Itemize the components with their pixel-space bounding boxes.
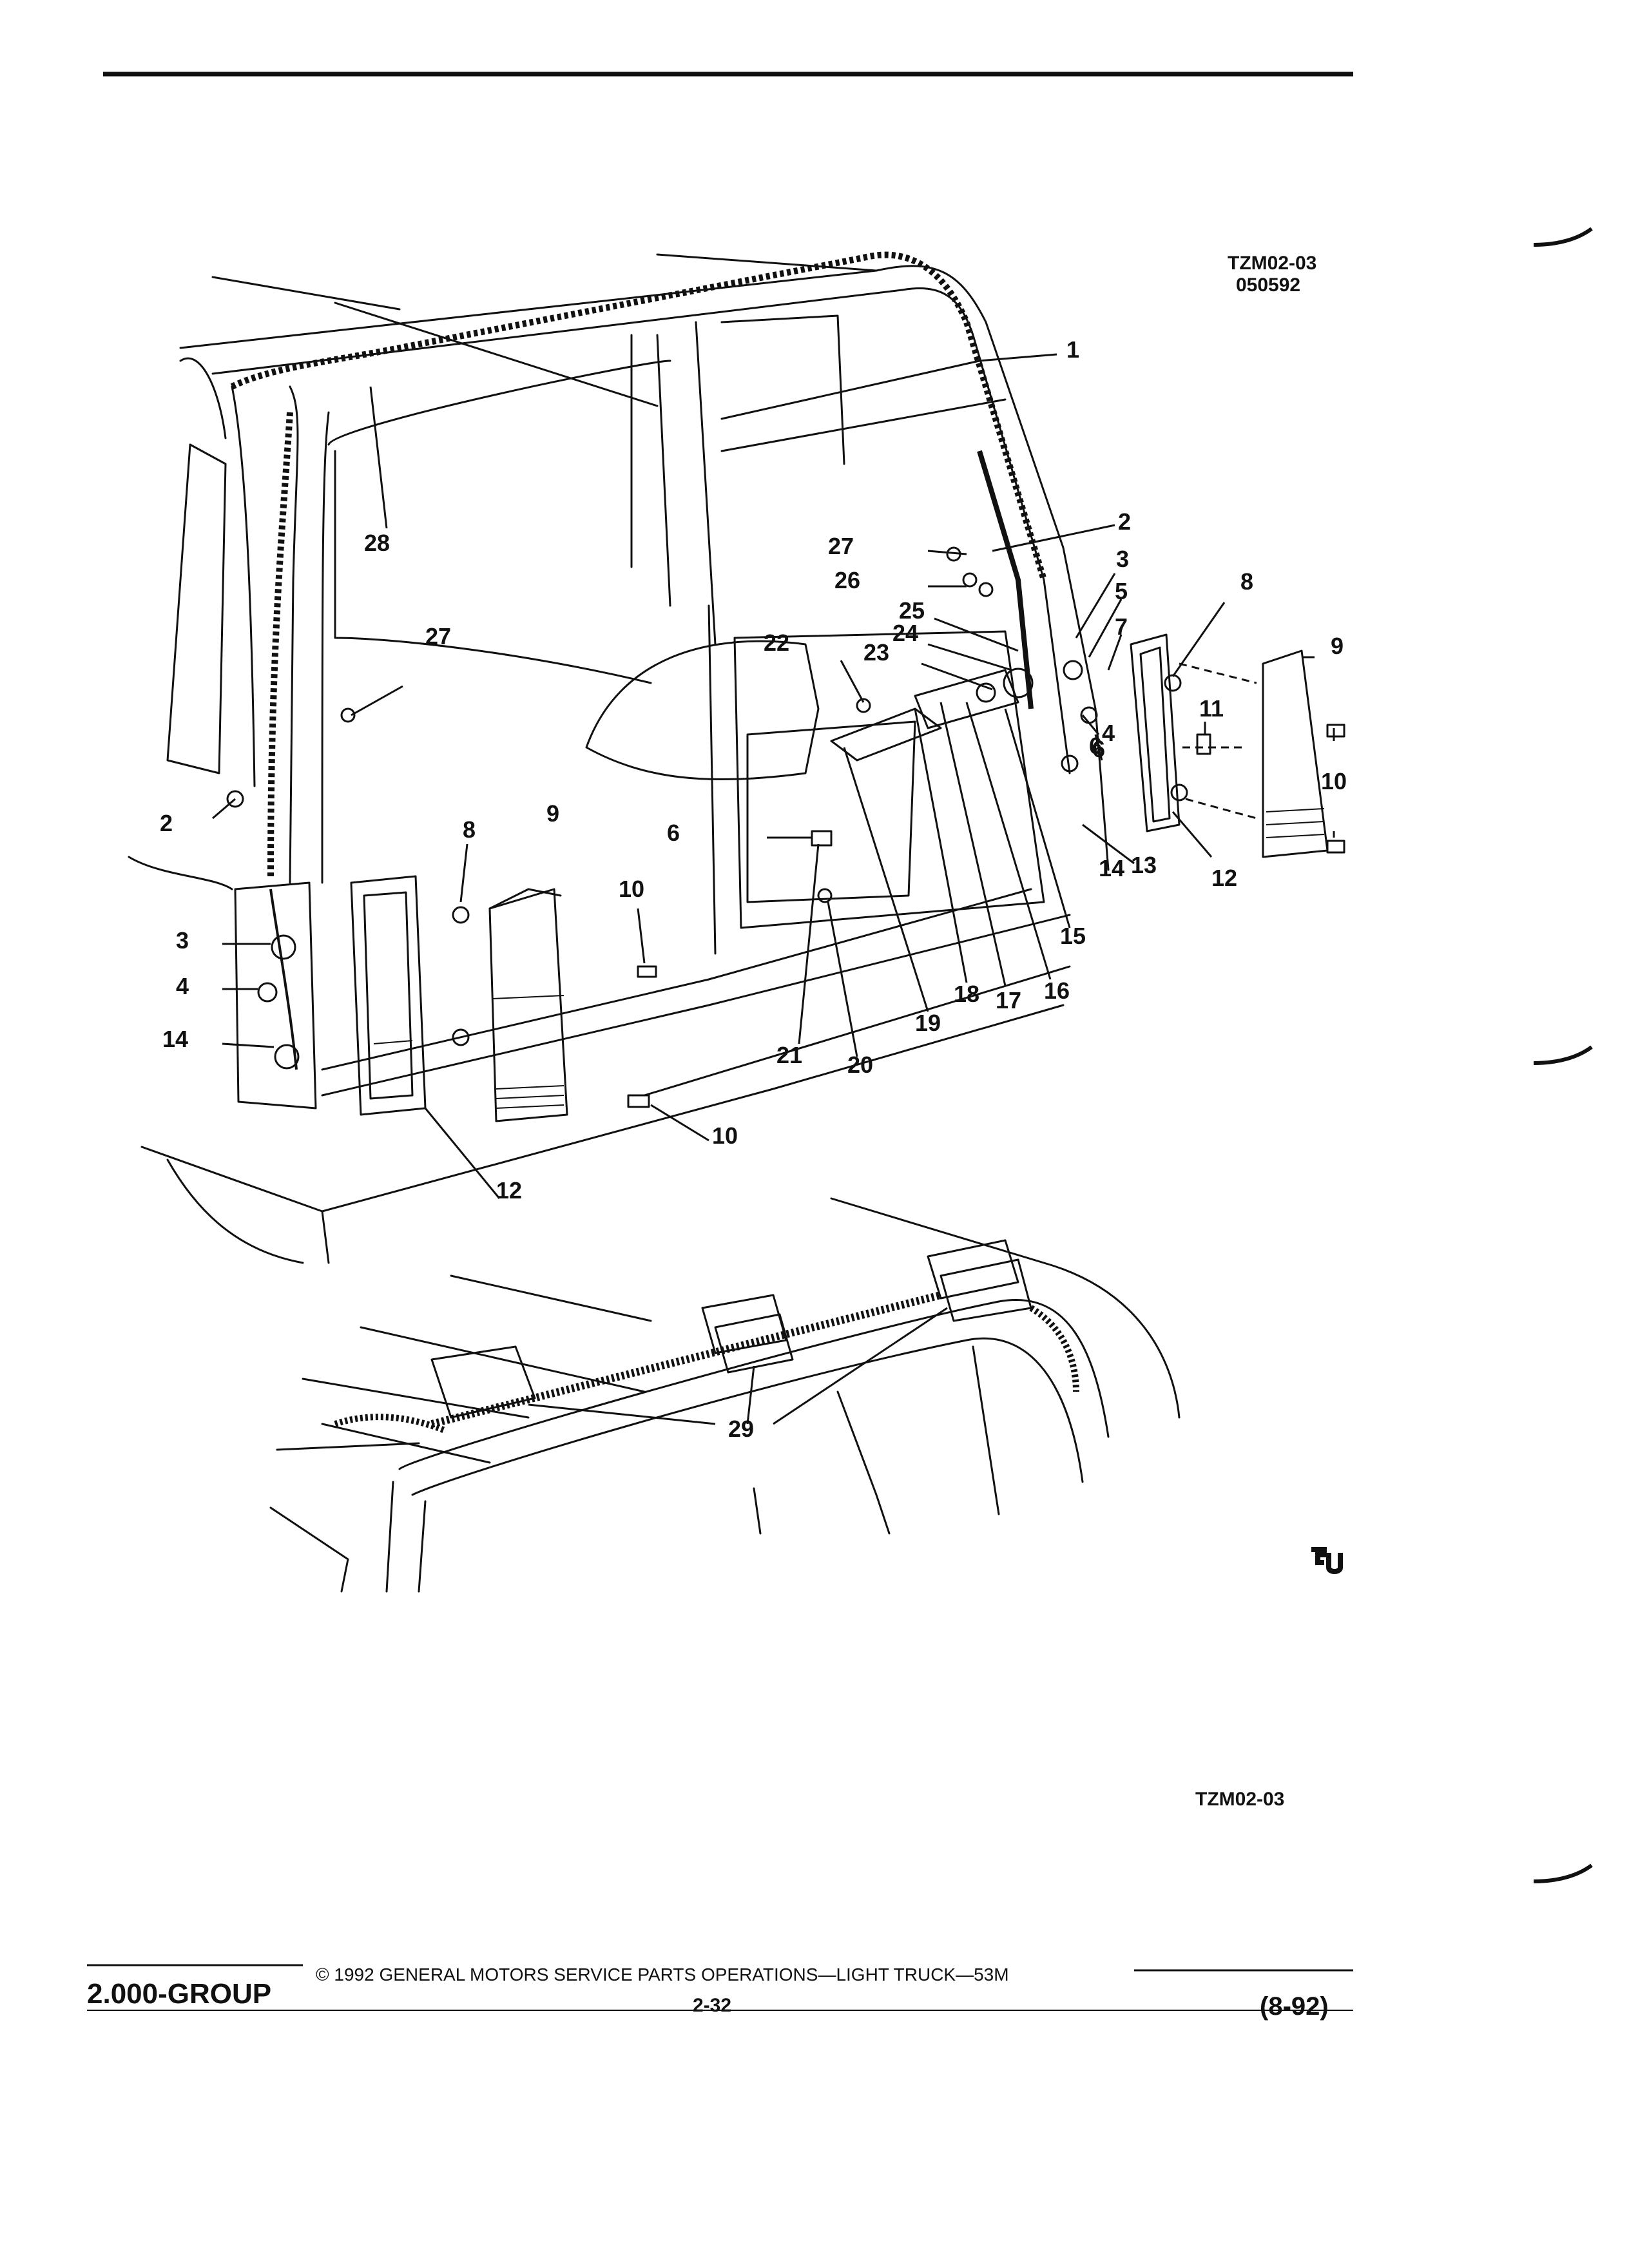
latch-assembly [811, 668, 1034, 903]
callout-3-alt-2: 3 [176, 927, 189, 954]
callout-17: 17 [996, 987, 1021, 1014]
callout-14-alt-4: 14 [162, 1026, 188, 1052]
callout-10: 10 [1321, 768, 1347, 794]
callout-29: 29 [728, 1416, 754, 1442]
leader-lines [212, 353, 1335, 1199]
left-tail-lamp-lens [488, 888, 568, 1122]
callout-6: 6 [1092, 736, 1105, 762]
callout-8-alt-5: 8 [463, 816, 476, 843]
roof-detail-outline [269, 1197, 1181, 1593]
callout-2-alt-0: 2 [160, 810, 173, 836]
footer-page-number: 2-32 [693, 1995, 732, 2016]
callout-3: 3 [1116, 546, 1129, 572]
wiring-harness [230, 251, 1047, 1070]
callout-27-alt-10: 27 [425, 623, 451, 649]
footer-copyright: © 1992 GENERAL MOTORS SERVICE PARTS OPER… [316, 1965, 1009, 1984]
right-tail-lamp-housing [1130, 633, 1181, 832]
callout-4-alt-3: 4 [176, 973, 189, 999]
callout-5: 5 [1115, 578, 1128, 604]
callout-2: 2 [1118, 508, 1131, 535]
callout-25: 25 [899, 597, 925, 624]
callout-4: 4 [1102, 720, 1115, 746]
van-body-outline [128, 253, 1110, 1264]
callout-14: 14 [1099, 855, 1124, 881]
callout-19: 19 [915, 1010, 941, 1036]
footer-date: (8-92) [1260, 1992, 1329, 2021]
figure-code-bottom: TZM02-03 [1195, 1789, 1285, 1810]
callout-23: 23 [863, 639, 889, 666]
callout-6-alt-11: 6 [1089, 733, 1102, 759]
gm-logo-mark [1311, 1547, 1343, 1574]
roof-marker-leaders [528, 1307, 948, 1425]
left-sockets [257, 934, 300, 1070]
callout-26: 26 [834, 567, 860, 593]
callout-27: 27 [828, 533, 854, 559]
callout-12-alt-9: 12 [496, 1177, 522, 1204]
callout-6-alt-1: 6 [667, 820, 680, 846]
callout-12: 12 [1211, 865, 1237, 891]
callout-9-alt-6: 9 [546, 800, 559, 827]
figure-date-code: 050592 [1236, 274, 1301, 296]
fasteners [226, 546, 1345, 1108]
callout-11: 11 [1199, 695, 1224, 722]
figure-code-top: TZM02-03 [1228, 253, 1317, 274]
callout-18: 18 [954, 981, 979, 1007]
callout-16: 16 [1044, 977, 1070, 1004]
roof-marker-lamps [334, 1239, 1079, 1434]
callout-8: 8 [1240, 568, 1253, 595]
footer-group: 2.000-GROUP [87, 1978, 272, 2010]
callout-20: 20 [847, 1052, 873, 1078]
callout-15: 15 [1060, 923, 1086, 949]
left-tail-lamp-housing [350, 875, 427, 1116]
callout-28: 28 [364, 530, 390, 556]
callout-1: 1 [1066, 336, 1079, 363]
callout-22: 22 [764, 629, 789, 656]
callout-24: 24 [892, 620, 918, 646]
callout-10-alt-8: 10 [712, 1122, 738, 1149]
right-tail-lamp-lens [1262, 649, 1329, 858]
callout-7: 7 [1115, 613, 1128, 640]
callout-13: 13 [1131, 852, 1157, 878]
callout-10-alt-7: 10 [619, 876, 644, 902]
callout-21: 21 [776, 1042, 802, 1068]
callout-9: 9 [1331, 633, 1344, 659]
